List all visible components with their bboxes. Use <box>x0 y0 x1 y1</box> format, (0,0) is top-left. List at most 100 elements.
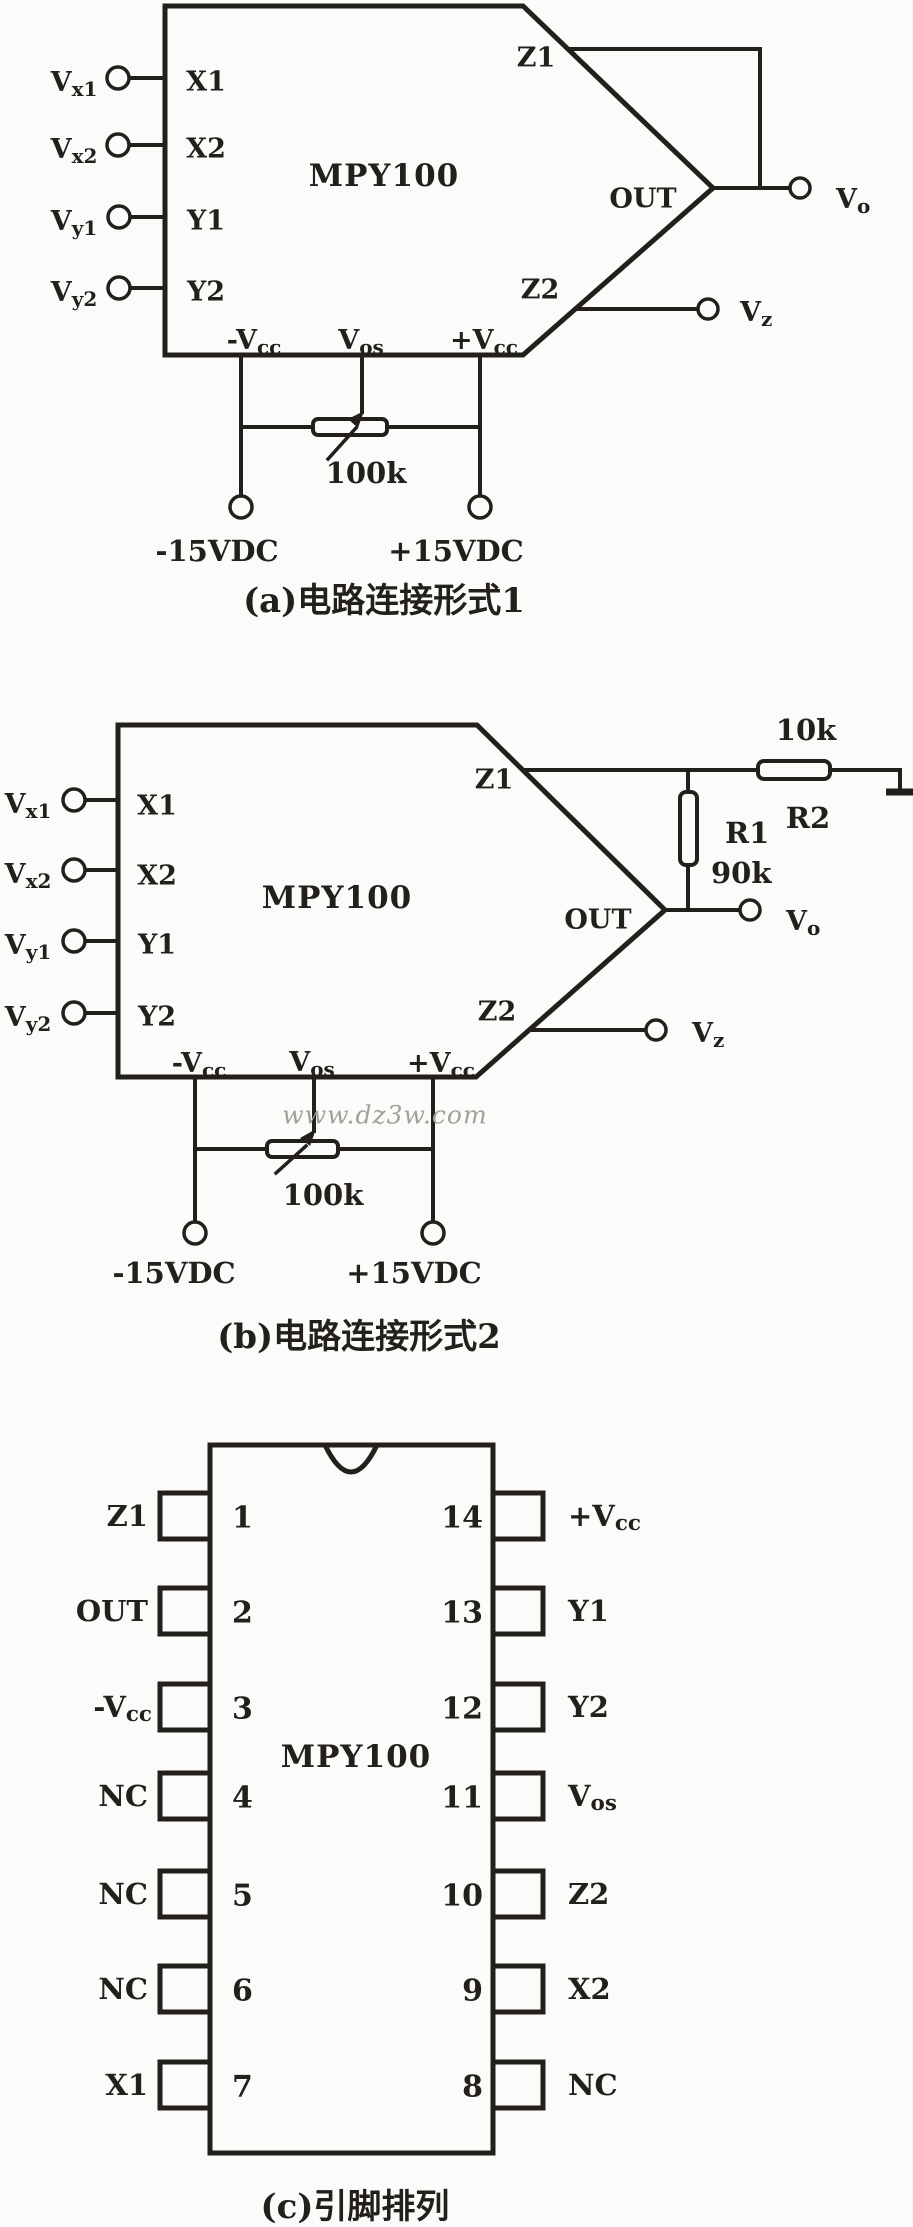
pin-label-vos: Vos <box>337 325 384 360</box>
terminal-label-vx1: Vx1 <box>50 67 98 102</box>
pin-label-z1: Z1 <box>475 765 514 796</box>
resistor-r1-value: 90k <box>711 856 772 890</box>
pin-label-out: OUT <box>609 184 676 215</box>
terminal-circle <box>105 132 131 158</box>
pin-number-10: 10 <box>441 1879 483 1914</box>
pin-number-8: 8 <box>462 2070 483 2105</box>
pin-number-14: 14 <box>441 1501 483 1536</box>
terminal-label-vz: Vz <box>739 297 772 332</box>
pin-label-nc6: NC <box>98 1972 148 2006</box>
terminal-circle <box>105 65 131 91</box>
pin-box-7 <box>157 2059 213 2111</box>
figure-a: MPY100 Vx1 Vx2 Vy1 Vy2 X1 X2 Y1 Y2 Z1 OU… <box>50 3 870 621</box>
pin-label-x1: X1 <box>137 791 177 822</box>
r2-to-ground-wire <box>828 768 902 790</box>
pin-label-y2: Y2 <box>186 277 225 308</box>
pin-number-1: 1 <box>232 1501 253 1536</box>
watermark-text: www.dz3w.com <box>282 1101 487 1130</box>
pin-label-out: OUT <box>76 1594 149 1628</box>
terminal-circle-vz <box>696 297 720 321</box>
pin-box-4 <box>157 1770 213 1822</box>
pin-label-posvcc: +Vcc <box>450 325 518 360</box>
pin-label-x2: X2 <box>568 1972 611 2006</box>
terminal-label-vy2: Vy2 <box>4 1002 51 1037</box>
supply-label-pos15: +15VDC <box>388 534 523 568</box>
pin-label-nc5: NC <box>98 1877 148 1911</box>
terminal-label-vx2: Vx2 <box>50 134 98 169</box>
figure-b-caption: (b)电路连接形式2 <box>217 1317 501 1357</box>
terminal-label-vx1: Vx1 <box>4 789 52 824</box>
terminal-label-vy1: Vy1 <box>4 930 51 965</box>
terminal-label-vo: Vo <box>835 184 870 219</box>
pin-label-nc4: NC <box>98 1779 148 1813</box>
terminal-circle <box>61 1000 87 1026</box>
terminal-circle-vo <box>738 898 762 922</box>
pin-box-11 <box>490 1770 546 1822</box>
terminal-label-vy1: Vy1 <box>50 206 97 241</box>
pot-wiper-slash <box>325 425 359 462</box>
pin-box-9 <box>490 1963 546 2015</box>
pot-wiper-arrowhead <box>348 411 364 428</box>
pin-number-9: 9 <box>462 1974 483 2009</box>
terminal-label-vy2: Vy2 <box>50 277 97 312</box>
terminal-circle-neg15 <box>182 1220 208 1246</box>
pin-label-y2: Y2 <box>567 1690 609 1724</box>
dip-notch <box>322 1443 380 1475</box>
pin-number-13: 13 <box>441 1596 483 1631</box>
pin-label-y1: Y1 <box>567 1594 609 1628</box>
pin-box-1 <box>157 1490 213 1542</box>
pin-label-z1: Z1 <box>517 43 556 74</box>
pin-box-5 <box>157 1868 213 1920</box>
terminal-circle-vz <box>644 1018 668 1042</box>
z1-feedback-wire <box>568 47 762 190</box>
pin-number-3: 3 <box>232 1692 253 1727</box>
pin-number-2: 2 <box>232 1596 253 1631</box>
pin-label-x2: X2 <box>137 861 177 892</box>
pin-box-10 <box>490 1868 546 1920</box>
supply-label-pos15: +15VDC <box>346 1256 481 1290</box>
pin-label-negvcc: -Vcc <box>227 325 282 360</box>
pin-label-vos: Vos <box>567 1779 617 1816</box>
chip-label: MPY100 <box>281 1739 431 1775</box>
pin-box-13 <box>490 1585 546 1637</box>
pin-label-negvcc: -Vcc <box>172 1048 227 1083</box>
terminal-circle <box>61 787 87 813</box>
chip-label: MPY100 <box>309 158 459 194</box>
pin-box-14 <box>490 1490 546 1542</box>
terminal-circle-vo <box>788 176 812 200</box>
pin-label-x1: X1 <box>186 67 226 98</box>
pin-box-6 <box>157 1963 213 2015</box>
pin-number-7: 7 <box>232 2070 253 2105</box>
multiplier-body-outline <box>115 722 669 1080</box>
terminal-circle <box>61 928 87 954</box>
terminal-label-vx2: Vx2 <box>4 859 52 894</box>
pot-value-label: 100k <box>326 456 408 490</box>
pin-label-z2: Z2 <box>478 997 517 1028</box>
terminal-circle <box>61 857 87 883</box>
terminal-label-vz: Vz <box>691 1018 724 1053</box>
pin-label-y1: Y1 <box>137 930 176 961</box>
pin-box-2 <box>157 1585 213 1637</box>
pin-number-4: 4 <box>232 1781 253 1816</box>
figure-b: MPY100 Vx1 Vx2 Vy1 Vy2 X1 X2 Y1 Y2 Z1 10… <box>4 713 913 1357</box>
resistor-r2-body <box>756 759 832 781</box>
terminal-label-vo: Vo <box>785 906 820 941</box>
pin-label-vos: Vos <box>288 1047 335 1082</box>
resistor-r1-name: R1 <box>725 816 769 850</box>
terminal-circle <box>106 275 132 301</box>
pin-label-x1: X1 <box>105 2068 148 2102</box>
terminal-circle-pos15 <box>467 494 493 520</box>
pin-number-5: 5 <box>232 1879 253 1914</box>
pin-label-z2: Z2 <box>521 275 560 306</box>
pin-label-y2: Y2 <box>137 1002 176 1033</box>
multiplier-body-outline <box>162 3 717 358</box>
pin-number-11: 11 <box>441 1781 483 1816</box>
supply-label-neg15: -15VDC <box>112 1256 235 1290</box>
resistor-r1-body <box>678 790 699 867</box>
terminal-circle <box>106 204 132 230</box>
pin-label-negvcc: -Vcc <box>93 1690 152 1727</box>
pin-label-y1: Y1 <box>186 206 225 237</box>
resistor-r2-value: 10k <box>776 713 837 747</box>
